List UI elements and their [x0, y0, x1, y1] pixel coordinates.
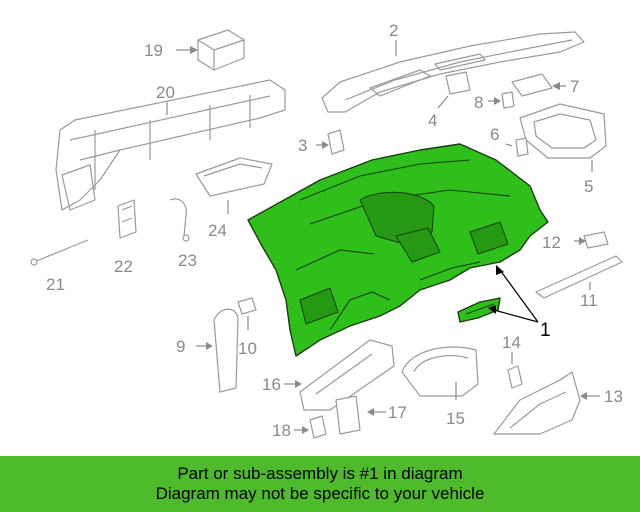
part-19-airbag-module[interactable]: [176, 29, 245, 71]
callout-17: 17: [388, 403, 407, 422]
callout-3: 3: [298, 136, 307, 155]
part-3-clip[interactable]: [316, 129, 345, 155]
part-7-panel[interactable]: [511, 73, 566, 97]
part-4-vent[interactable]: [437, 71, 471, 109]
callout-6: 6: [490, 125, 499, 144]
callout-24: 24: [208, 221, 227, 240]
part-20-cross-car-beam[interactable]: [55, 79, 286, 211]
part-10-clip[interactable]: [237, 297, 257, 330]
callout-21: 21: [46, 275, 65, 294]
callout-9: 9: [176, 337, 185, 356]
callout-8: 8: [474, 93, 483, 112]
part-16-lower-trim[interactable]: [284, 339, 395, 411]
part-15-cluster-bezel[interactable]: [401, 346, 479, 400]
part-13-console-side-trim[interactable]: [493, 371, 600, 435]
banner-line-2: Diagram may not be specific to your vehi…: [155, 484, 485, 503]
callout-10: 10: [238, 339, 257, 358]
callout-7: 7: [570, 77, 579, 96]
part-8-clip[interactable]: [488, 91, 515, 109]
part-9-side-panel[interactable]: [196, 308, 239, 393]
part-21-rod[interactable]: [30, 239, 89, 266]
callout-19: 19: [144, 41, 163, 60]
part-12-clip[interactable]: [574, 231, 609, 249]
callout-11: 11: [580, 291, 598, 310]
callout-16: 16: [262, 375, 281, 394]
part-18-clip[interactable]: [294, 415, 327, 439]
parts-diagram: 2 19 20 3 4 7 8: [30, 21, 623, 440]
part-11-trim-strip[interactable]: [535, 255, 623, 299]
callout-14: 14: [502, 333, 521, 352]
callout-12: 12: [542, 233, 561, 252]
part-24-panel[interactable]: [195, 157, 273, 214]
callout-20: 20: [156, 83, 175, 102]
part-22-bracket[interactable]: [117, 199, 137, 239]
callout-1: 1: [540, 320, 551, 341]
callout-2: 2: [389, 21, 398, 40]
part-14-clip[interactable]: [507, 352, 523, 389]
callout-23: 23: [178, 251, 197, 270]
part-17-bracket[interactable]: [335, 395, 386, 435]
callout-4: 4: [428, 111, 437, 130]
banner-line-1: Part or sub-assembly is #1 in diagram: [177, 464, 463, 483]
part-23-strap[interactable]: [169, 198, 190, 242]
callout-15: 15: [446, 409, 465, 428]
info-banner: Part or sub-assembly is #1 in diagram Di…: [0, 456, 640, 512]
part-5-glove-box-panel[interactable]: [519, 103, 607, 172]
part-2-upper-dash-cover[interactable]: [321, 31, 585, 113]
part-1-instrument-panel[interactable]: [247, 143, 549, 357]
callout-22: 22: [114, 257, 133, 276]
callout-18: 18: [272, 421, 291, 440]
callout-13: 13: [604, 387, 623, 406]
callout-5: 5: [584, 177, 593, 196]
callout-1-leaders: [488, 265, 539, 323]
part-6-bracket[interactable]: [505, 137, 529, 157]
